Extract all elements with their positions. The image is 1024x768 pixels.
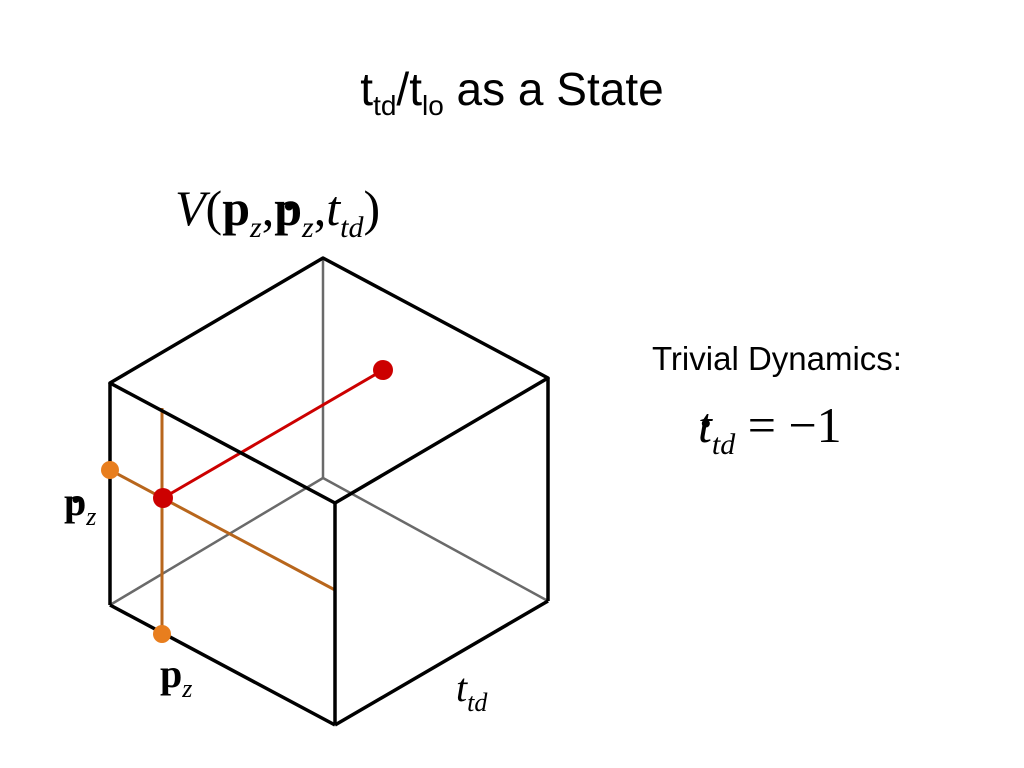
pzdot-point: [101, 461, 119, 479]
pz-point: [153, 625, 171, 643]
hidden-edges: [109, 258, 549, 607]
ttd-axis-label: ttd: [456, 665, 488, 717]
cube-edge-bottom-left: [109, 603, 336, 727]
state-trajectory-line: [162, 368, 384, 500]
slide-title: ttd/tlo as a State: [360, 63, 664, 121]
state-point-front: [153, 488, 173, 508]
pzdot-projection-line: [109, 468, 336, 592]
projection-lines: [109, 408, 336, 634]
dynamics-equation: ·ttd = −1: [697, 394, 842, 461]
cube-edges: [108, 256, 550, 727]
dynamics-heading: Trivial Dynamics:: [652, 340, 902, 377]
hidden-edge-right: [322, 476, 549, 603]
state-point-back: [373, 360, 393, 380]
pzdot-axis-label: ·pz: [64, 477, 97, 531]
cube-top-face: [108, 256, 550, 505]
pz-axis-label: pz: [160, 651, 193, 703]
cube-edge-bottom-right: [334, 599, 549, 727]
value-function-label: V(pz,·pz,ttd): [175, 177, 381, 244]
hidden-edge-left: [109, 476, 324, 607]
